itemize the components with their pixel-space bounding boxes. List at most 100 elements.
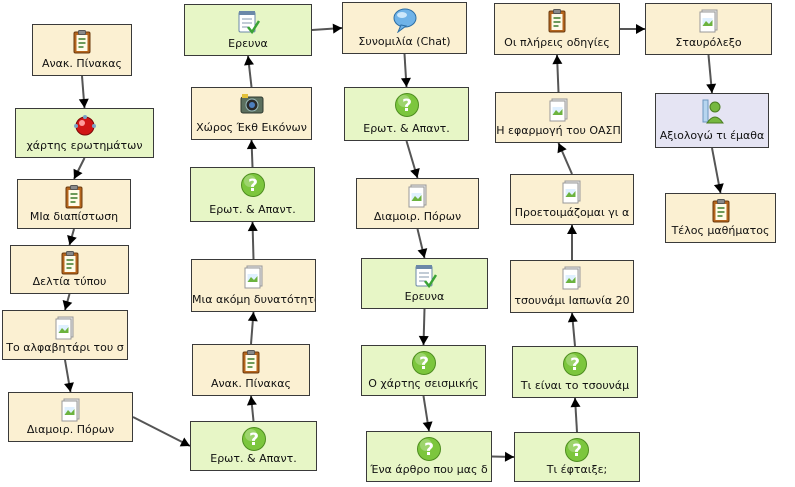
node-label: Συνομιλία (Chat): [358, 35, 451, 48]
connector-line: [707, 54, 713, 94]
activity-node[interactable]: ? Ένα άρθρο που μας δ: [366, 431, 492, 482]
activity-node[interactable]: ? Ερωτ. & Απαντ.: [344, 87, 469, 141]
node-label: Ερωτ. & Απαντ.: [210, 452, 297, 465]
activity-node[interactable]: Ερευνα: [361, 258, 488, 309]
activity-node[interactable]: ΜΙα διαπίστωση: [17, 179, 131, 229]
connector-line: [491, 455, 515, 458]
activity-node[interactable]: Χώρος Έκθ Εικόνων: [191, 87, 312, 140]
arrowhead: [246, 396, 257, 406]
connector-line: [73, 157, 86, 180]
activity-node[interactable]: Σταυρόλεξο: [645, 3, 772, 55]
activity-node[interactable]: ?Ερωτ. & Απαντ.: [190, 167, 315, 222]
image-file-icon: [61, 398, 79, 422]
clipboard-icon: [548, 9, 566, 33]
question-icon: ?: [241, 427, 266, 451]
image-file-icon: [55, 316, 74, 340]
activity-node[interactable]: Διαμοιρ. Πόρων: [8, 392, 133, 442]
connector-line: [403, 53, 408, 88]
node-label: Ανακ. Πίνακας: [42, 57, 122, 70]
red-ball-icon: [73, 115, 96, 136]
activity-node[interactable]: ?Τι είναι το τσουνάμ: [512, 346, 638, 398]
image-file-icon: [699, 9, 717, 33]
svg-text:?: ?: [249, 430, 259, 450]
node-label: Ανακ. Πίνακας: [211, 377, 291, 390]
connector-line: [250, 139, 254, 168]
connector-line: [711, 147, 722, 194]
activity-node[interactable]: Μια ακόμη δυνατότητα: [191, 259, 316, 312]
assessment-icon: [702, 99, 724, 124]
connector-line: [422, 308, 426, 346]
node-label: Ο χάρτης σεισμικής: [368, 377, 479, 390]
arrowhead: [78, 98, 89, 108]
activity-node[interactable]: Η εφαρμογή του ΟΑΣΠ: [495, 92, 622, 143]
arrowhead: [332, 23, 342, 34]
arrowhead: [400, 77, 411, 87]
question-icon: ?: [394, 93, 419, 117]
connector-line: [247, 55, 253, 88]
arrowhead: [244, 56, 254, 66]
question-icon: ?: [417, 437, 441, 461]
node-label: Οι πλήρεις οδηγίες: [504, 36, 610, 49]
arrowhead: [636, 24, 645, 34]
svg-text:?: ?: [424, 440, 434, 460]
activity-node[interactable]: Ανακ. Πίνακας: [32, 24, 132, 76]
activity-node[interactable]: Το αλφαβητάρι του σ: [2, 310, 128, 360]
arrowhead: [552, 55, 563, 65]
activity-node[interactable]: Προετοιμάζομαι γι α: [510, 174, 634, 225]
image-file-icon: [244, 265, 262, 289]
svg-text:?: ?: [570, 355, 580, 375]
arrowhead: [64, 382, 74, 392]
arrowhead: [67, 234, 77, 245]
node-label: τσουνάμι Ιαπωνία 20: [514, 294, 630, 307]
arrowhead: [557, 143, 567, 154]
activity-node[interactable]: Δελτία τύπου: [10, 245, 129, 294]
connector-line: [574, 397, 578, 433]
connector-line: [571, 312, 576, 347]
node-label: Αξιολογώ τι έμαθα: [659, 129, 765, 142]
node-label: Η εφαρμογή του ΟΑΣΠ: [496, 124, 621, 137]
arrowhead: [706, 83, 717, 93]
activity-node[interactable]: Τέλος μαθήματος: [665, 193, 776, 243]
image-file-icon: [408, 184, 426, 208]
activity-node[interactable]: Διαμοιρ. Πόρων: [356, 178, 479, 229]
connector-line: [81, 75, 86, 109]
node-label: Ερευνα: [228, 37, 268, 50]
activity-node[interactable]: Συνομιλία (Chat): [342, 2, 467, 54]
activity-node[interactable]: χάρτης ερωτημάτων: [15, 108, 154, 158]
connector-line: [416, 228, 426, 259]
connector-line: [64, 293, 71, 311]
svg-text:?: ?: [248, 176, 258, 196]
node-label: Τι έφταιξε;: [546, 463, 608, 476]
activity-node[interactable]: τσουνάμι Ιαπωνία 20: [510, 260, 634, 313]
activity-node[interactable]: Οι πλήρεις οδηγίες: [494, 3, 620, 55]
activity-node[interactable]: Ανακ. Πίνακας: [192, 344, 310, 396]
arrowhead: [62, 299, 73, 310]
activity-node[interactable]: ? Ερωτ. & Απαντ.: [190, 421, 317, 471]
connector-line: [422, 395, 430, 432]
question-icon: ?: [240, 173, 265, 197]
node-label: Διαμοιρ. Πόρων: [26, 423, 115, 436]
activity-node[interactable]: Ερευνα: [184, 4, 312, 56]
clipboard-icon: [712, 199, 729, 223]
clipboard-icon: [65, 185, 83, 209]
arrowhead: [417, 248, 428, 258]
arrowhead: [247, 222, 258, 232]
connector-line: [556, 54, 560, 93]
node-label: Ένα άρθρο που μας δ: [370, 463, 488, 476]
svg-text:?: ?: [402, 96, 412, 116]
question-icon: ?: [565, 438, 589, 462]
node-label: Σταυρόλεξο: [675, 36, 742, 49]
activity-node[interactable]: ? Ο χάρτης σεισμικής: [361, 345, 486, 396]
checklist-icon: [238, 11, 261, 35]
question-icon: ?: [411, 351, 436, 375]
node-label: χάρτης ερωτημάτων: [26, 139, 143, 152]
checklist-icon: [415, 265, 437, 289]
connector-line: [405, 140, 419, 179]
activity-node[interactable]: Αξιολογώ τι έμαθα: [655, 93, 769, 148]
activity-node[interactable]: ?Τι έφταιξε;: [514, 432, 640, 482]
arrowhead: [418, 335, 429, 345]
arrowhead: [73, 168, 83, 179]
node-label: Ερωτ. & Απαντ.: [363, 122, 450, 135]
node-label: Προετοιμάζομαι γι α: [514, 206, 630, 219]
